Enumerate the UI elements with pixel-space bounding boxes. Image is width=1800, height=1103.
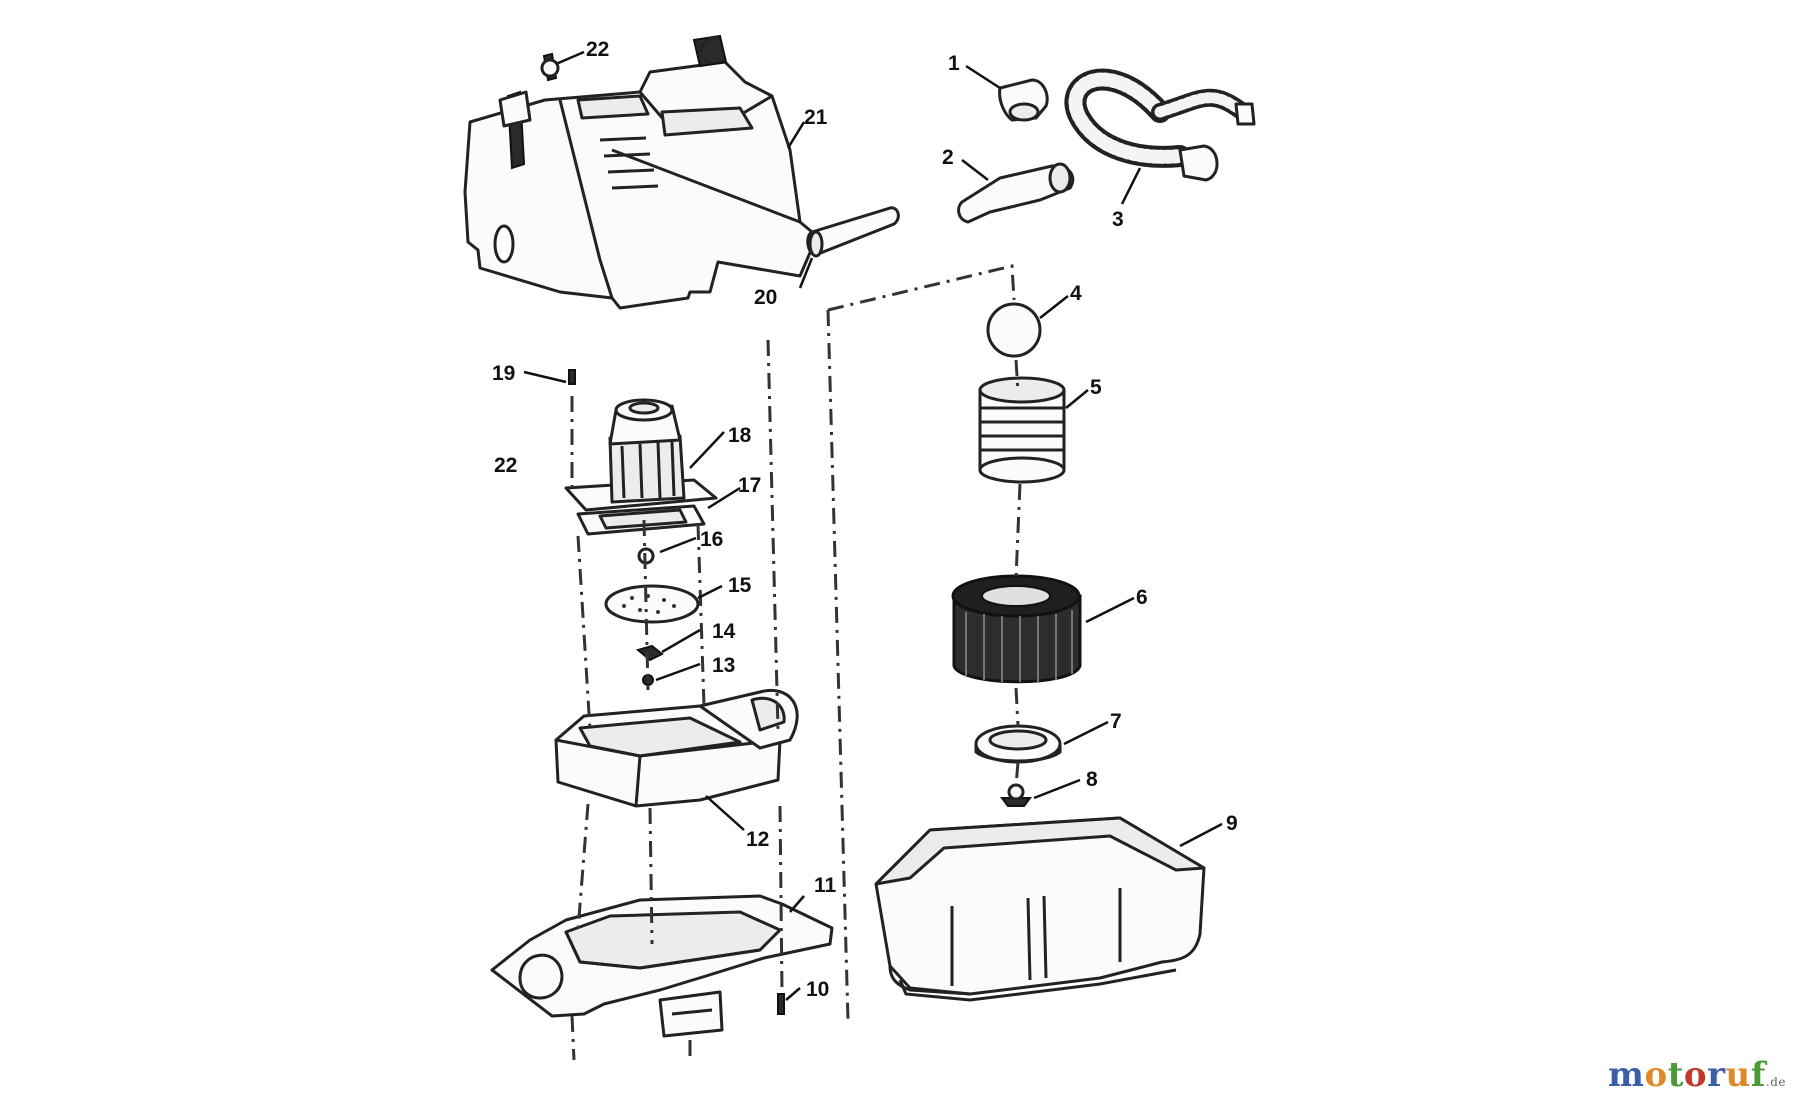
label-16: 16 (700, 528, 723, 551)
watermark-letter: u (1725, 1055, 1751, 1095)
part-17-gasket (576, 504, 706, 536)
watermark-letter: o (1683, 1055, 1708, 1095)
label-3: 3 (1112, 208, 1124, 231)
part-6-cartridge-filter (951, 574, 1082, 684)
part-8-nut (1000, 783, 1032, 807)
label-9: 9 (1226, 812, 1238, 835)
part-5-filter-cage (978, 376, 1066, 484)
part-20-handle-tube (806, 206, 900, 258)
part-15-screen-disc (604, 584, 700, 624)
label-2: 2 (942, 146, 954, 169)
part-3-hose (1064, 68, 1256, 182)
label-14: 14 (712, 620, 736, 643)
part-number-labels: 22 21 1 2 3 20 4 5 19 22 18 17 16 15 14 … (492, 38, 1238, 1001)
watermark-letter: f (1750, 1055, 1766, 1095)
label-22-mid: 22 (494, 454, 517, 477)
assembly-center-lines (570, 264, 1022, 1062)
part-11-bottom-base (490, 894, 834, 1038)
part-9-collection-tank (874, 816, 1206, 1002)
label-22-top: 22 (586, 38, 609, 61)
label-4: 4 (1070, 282, 1082, 305)
part-18-motor-assembly (564, 398, 718, 512)
label-1: 1 (948, 52, 960, 75)
part-21-top-housing (463, 34, 814, 310)
label-8: 8 (1086, 768, 1098, 791)
watermark-letter: t (1667, 1055, 1684, 1095)
watermark-letters: motoruf (1608, 1055, 1766, 1095)
part-19-pin (568, 369, 576, 385)
part-7-filter-retainer (974, 724, 1062, 764)
label-12: 12 (746, 828, 769, 851)
part-10-screw (777, 993, 785, 1015)
label-18: 18 (728, 424, 752, 447)
part-4-float-ball (986, 302, 1042, 358)
label-21: 21 (804, 106, 828, 129)
label-10: 10 (806, 978, 829, 1001)
leader-lines (523, 50, 1223, 1001)
watermark-letter: o (1644, 1055, 1668, 1095)
watermark-letter: r (1707, 1055, 1726, 1095)
label-11: 11 (814, 874, 837, 897)
part-1-elbow (998, 78, 1049, 122)
part-2-crevice-tool (957, 162, 1075, 224)
label-15: 15 (728, 574, 752, 597)
motoruf-watermark-logo: motoruf.de (1608, 1055, 1786, 1095)
label-19: 19 (492, 362, 515, 385)
label-6: 6 (1136, 586, 1148, 609)
label-20: 20 (754, 286, 777, 309)
label-7: 7 (1110, 710, 1122, 733)
part-14-nut (635, 644, 664, 662)
watermark-suffix: .de (1765, 1075, 1786, 1089)
label-13: 13 (712, 654, 735, 677)
label-17: 17 (738, 474, 761, 497)
watermark-letter: m (1608, 1055, 1645, 1095)
label-5: 5 (1090, 376, 1102, 399)
part-12-motor-base (554, 689, 799, 808)
